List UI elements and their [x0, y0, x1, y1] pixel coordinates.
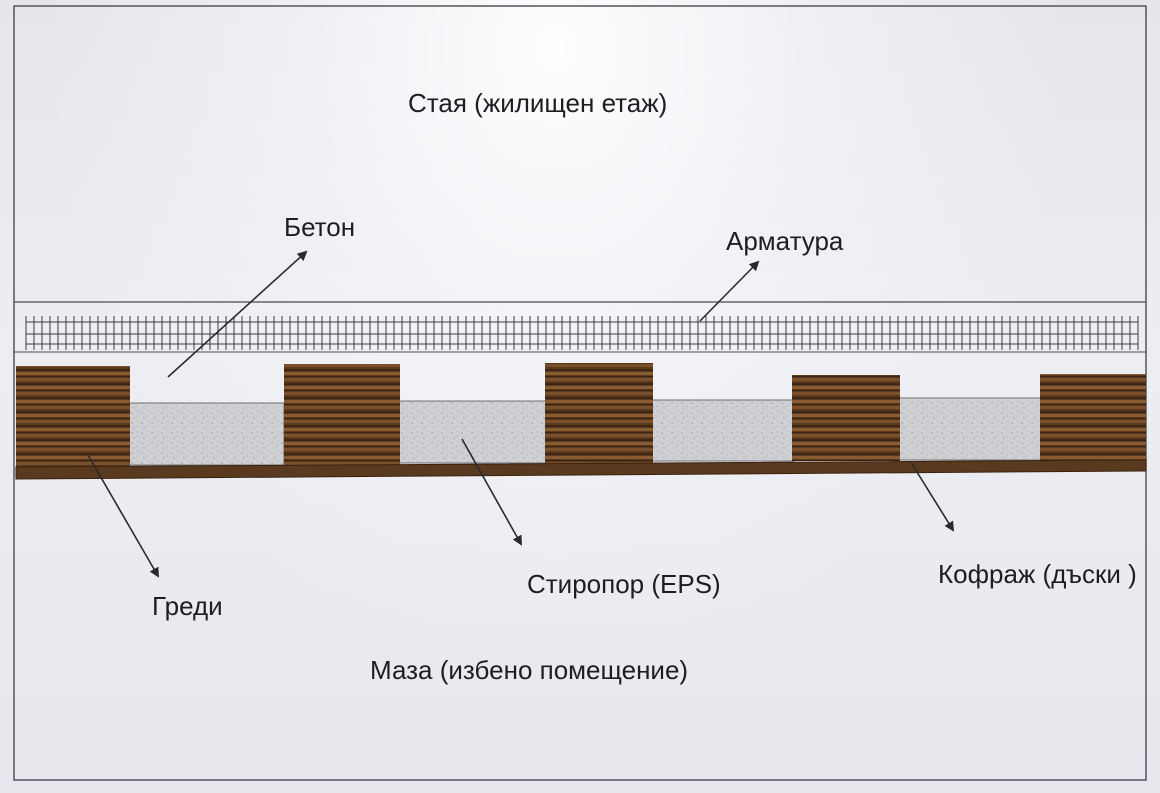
rebar-label: Арматура — [726, 226, 844, 256]
basement-label: Маза (избено помещение) — [370, 655, 688, 685]
wood-beam — [792, 375, 900, 461]
beams-arrow — [87, 454, 160, 578]
eps-block — [897, 397, 1043, 461]
wood-beam — [284, 364, 400, 466]
eps-arrow — [461, 438, 522, 546]
wood-beam — [1040, 374, 1146, 462]
eps-block — [651, 399, 795, 462]
concrete-arrow — [167, 250, 308, 378]
leader-arrows — [87, 250, 955, 578]
concrete-label: Бетон — [284, 212, 355, 242]
wood-beam — [16, 366, 130, 468]
rebar-mesh — [25, 316, 1139, 350]
eps-label: Стиропор (EPS) — [527, 569, 721, 599]
room-label: Стая (жилищен етаж) — [408, 88, 667, 118]
eps-block — [397, 400, 547, 464]
wood-beams — [16, 363, 1146, 468]
wood-beam — [545, 363, 653, 465]
formwork-label: Кофраж (дъски ) — [938, 559, 1137, 589]
formwork-board — [15, 459, 1147, 480]
rebar-arrow — [699, 260, 760, 322]
eps-blocks — [127, 397, 1043, 466]
eps-block — [127, 402, 285, 466]
beams-label: Греди — [152, 591, 223, 621]
formwork-arrow — [911, 463, 955, 532]
